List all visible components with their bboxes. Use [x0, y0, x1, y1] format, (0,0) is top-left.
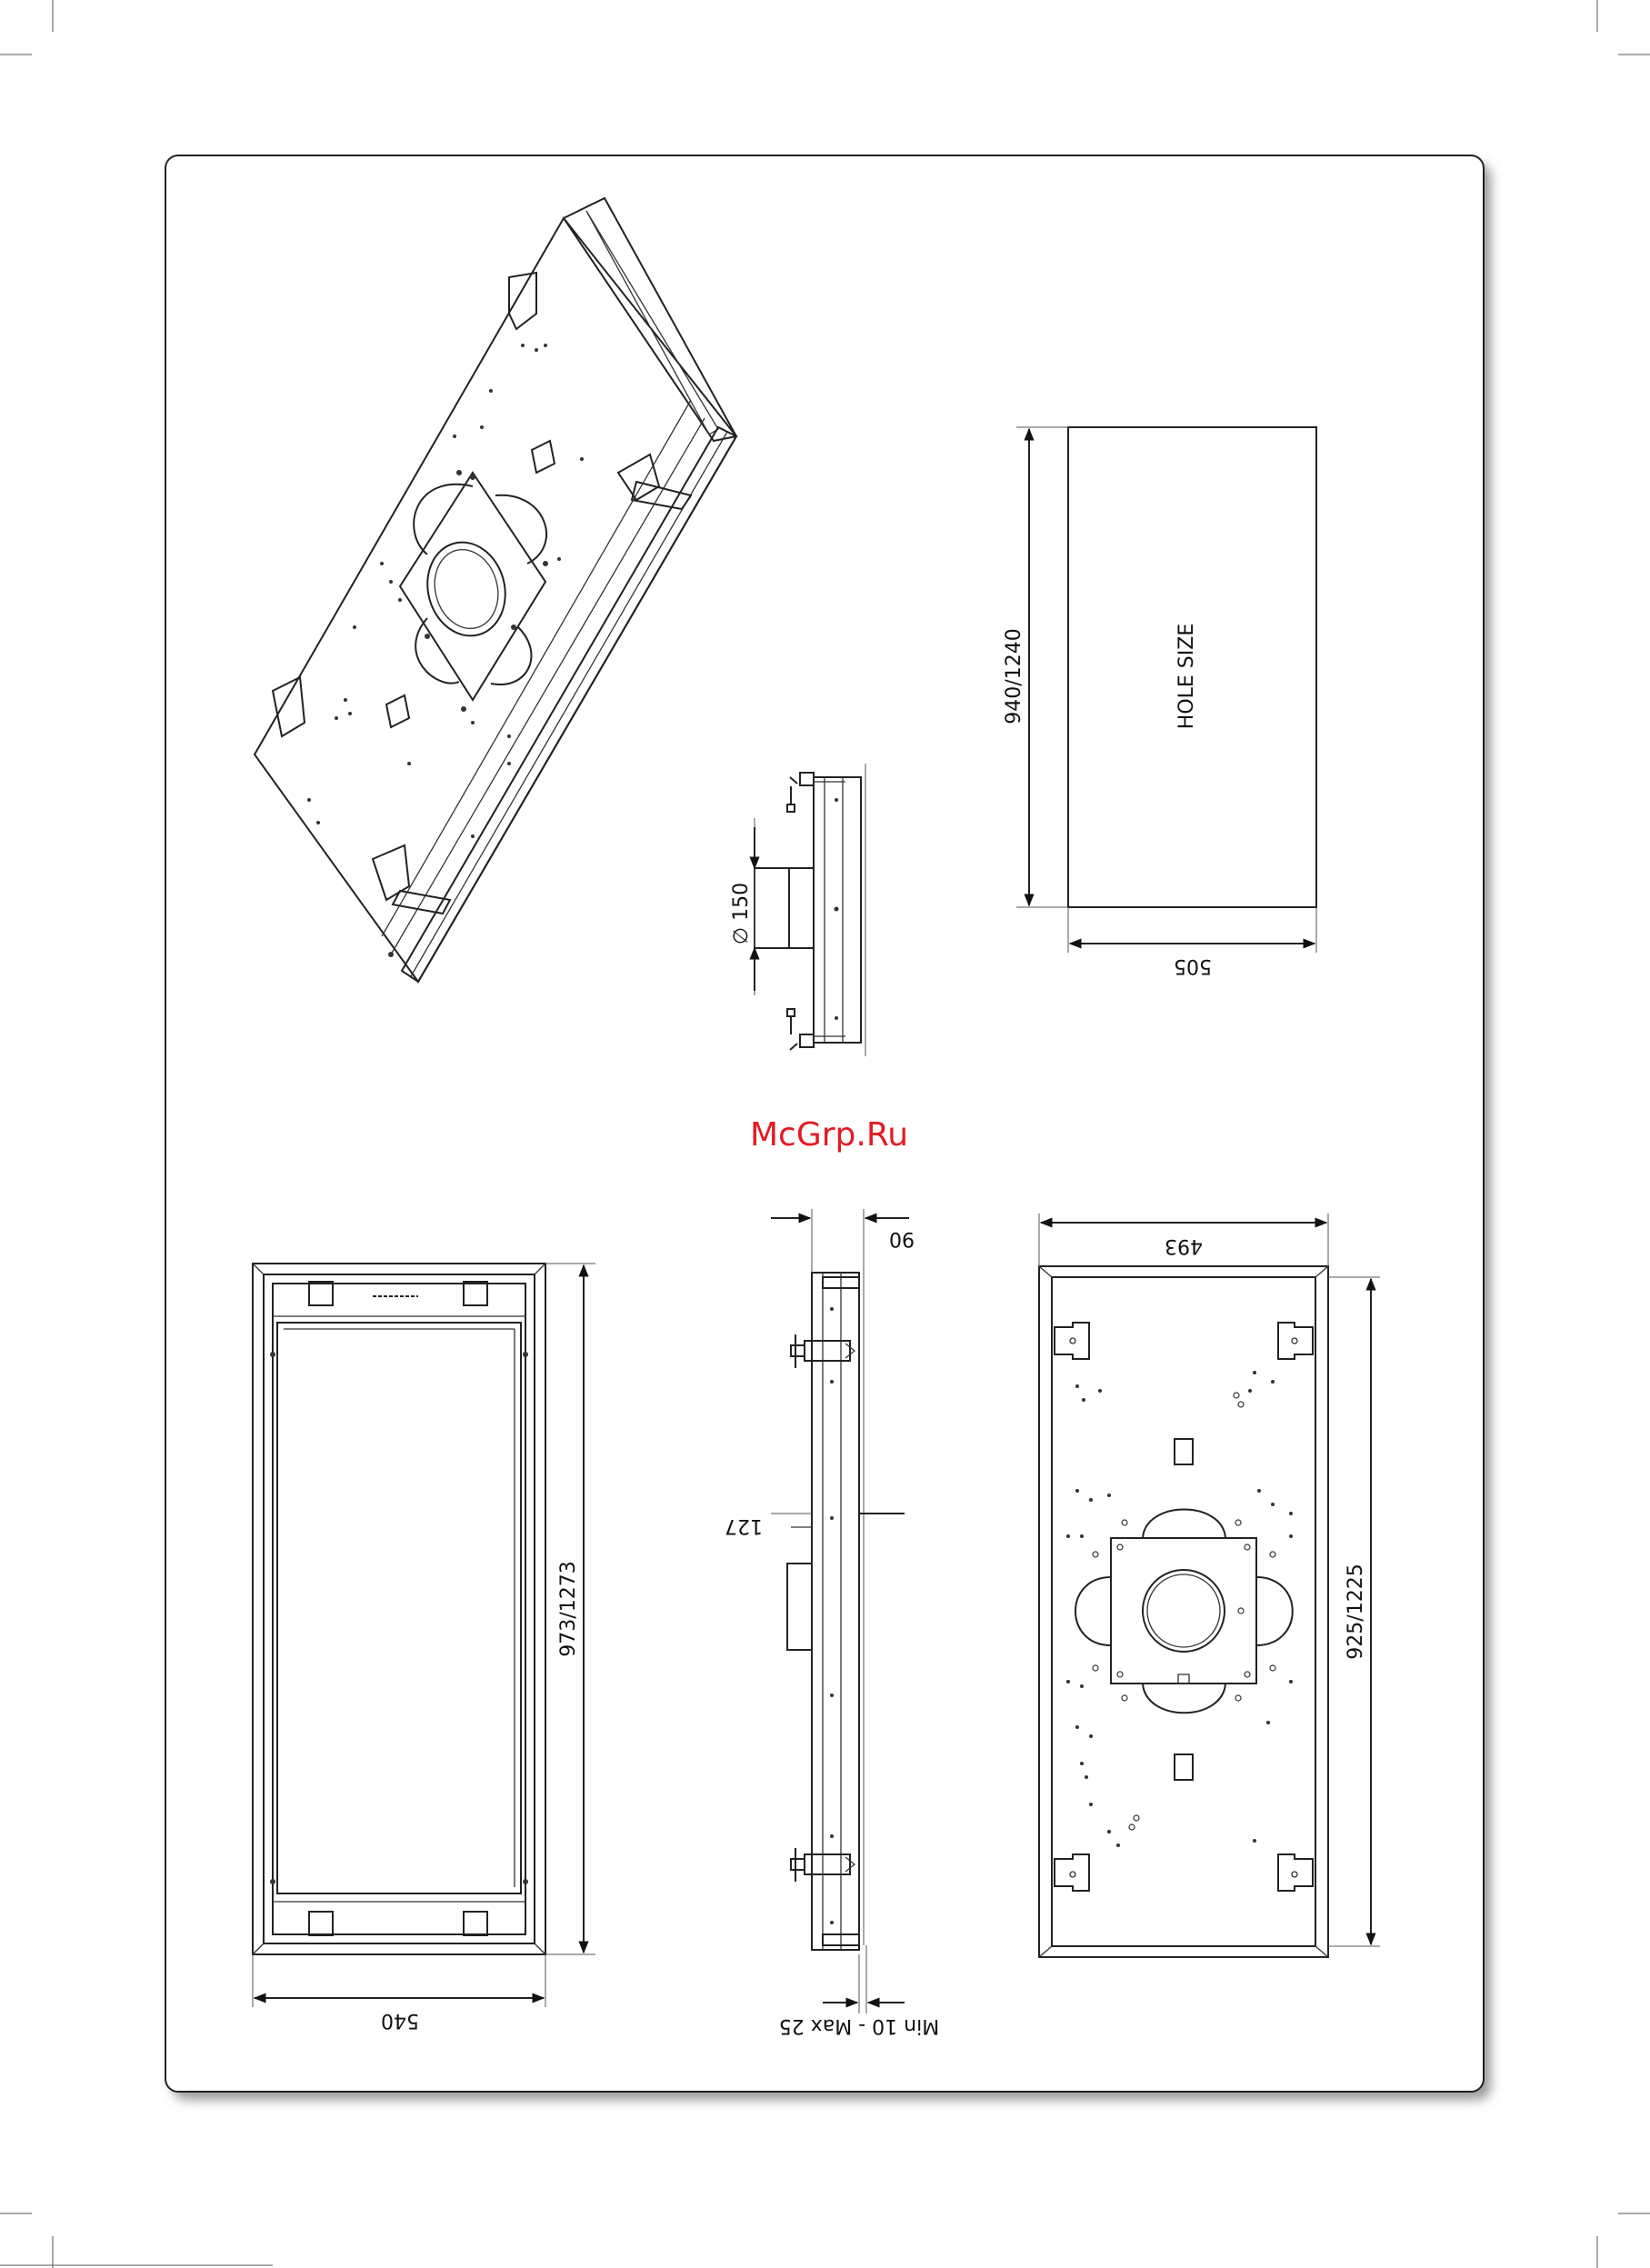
front-width-label: 540 — [381, 2009, 419, 2032]
rear-width-label: 493 — [1165, 1234, 1203, 1257]
rear-height-label: 925/1225 — [1345, 1564, 1367, 1659]
front-height-label: 973/1273 — [557, 1561, 580, 1656]
clearance-label: Min 10 - Max 25 — [779, 2014, 939, 2037]
depth-label: 90 — [889, 1227, 915, 1250]
duct-diameter-label: ∅ 150 — [730, 883, 753, 944]
hole-width-label: 505 — [1174, 954, 1212, 977]
watermark-text: McGrp.Ru — [750, 1116, 908, 1154]
hole-size-label: HOLE SIZE — [1175, 624, 1198, 729]
offset-label: 127 — [725, 1514, 763, 1537]
hole-height-label: 940/1240 — [1003, 628, 1025, 724]
